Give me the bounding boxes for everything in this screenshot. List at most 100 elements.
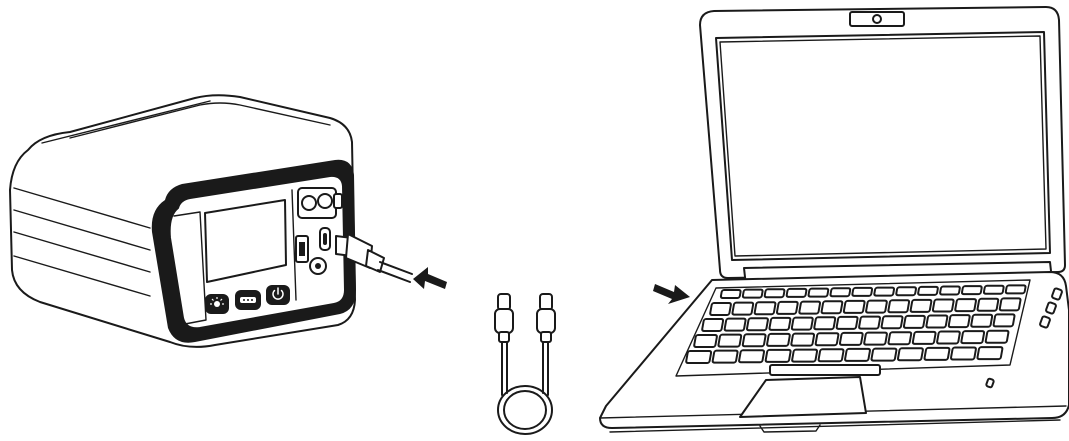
keyboard-key: [858, 315, 882, 330]
power-station-side-strip: [173, 211, 207, 325]
keyboard-key: [960, 330, 986, 345]
keyboard-key: [992, 313, 1016, 328]
laptop-side-ports: [985, 287, 1063, 389]
keyboard-well: [675, 279, 1031, 377]
connector-left-relief: [498, 331, 510, 343]
keyboard-key: [820, 300, 844, 315]
laptop-usb-port: [1045, 301, 1057, 315]
keyboard-key: [970, 313, 994, 328]
keyboard-key: [817, 348, 845, 363]
laptop-side-slot: [985, 377, 995, 389]
power-station-groove: [13, 231, 151, 273]
power-station-groove: [13, 187, 151, 229]
keyboard-key: [896, 347, 924, 362]
keyboard-key: [775, 300, 799, 315]
keyboard-key: [917, 285, 939, 296]
keyboard-key: [835, 315, 859, 330]
laptop-usb-c-port: [1051, 287, 1063, 301]
keyboard-key: [738, 349, 766, 364]
keyboard-key: [709, 302, 732, 316]
keyboard-key: [791, 348, 819, 363]
display-screen: [204, 199, 287, 283]
keyboard-key: [1004, 284, 1027, 295]
keyboard-key: [753, 301, 777, 316]
keyboard-key: [701, 318, 725, 332]
keyboard-key: [976, 297, 1000, 312]
arrow-to-laptop-port: [653, 284, 690, 304]
arrow-icon: [653, 284, 690, 304]
connector-left-tip: [497, 293, 511, 311]
connector-right-relief: [540, 331, 552, 343]
dc-outlet-cover: [333, 193, 343, 209]
light-icon: [210, 297, 224, 307]
power-station-top-edge: [41, 100, 211, 144]
keyboard-key: [936, 330, 961, 345]
keyboard-key: [842, 299, 866, 314]
laptop-base-notch: [759, 424, 821, 433]
keyboard-key: [829, 287, 852, 298]
keyboard-key: [865, 299, 888, 314]
connector-left-body: [494, 308, 514, 334]
cable-coil-inner: [503, 390, 547, 430]
keyboard-key: [693, 334, 718, 348]
keyboard-key: [711, 349, 739, 364]
keyboard-key: [939, 285, 961, 296]
keyboard-key: [798, 300, 822, 315]
dc-input-port: [309, 257, 327, 275]
power-button: [266, 285, 290, 305]
keyboard-key: [923, 346, 951, 361]
ac-icon: [240, 297, 256, 303]
keyboard-key: [741, 288, 764, 299]
keyboard-key: [911, 330, 937, 345]
keyboard-key: [731, 301, 755, 316]
ac-button: [235, 290, 261, 310]
keyboard-key: [887, 331, 913, 346]
plugged-usb-c-connector: [335, 233, 413, 283]
keyboard-key: [768, 316, 792, 331]
keyboard-key: [998, 297, 1022, 312]
keyboard-key: [851, 286, 874, 297]
usb-c-port-slot: [323, 233, 327, 245]
usb-a-port: [295, 235, 309, 263]
connector-right-body: [536, 308, 556, 334]
connector-right-tip: [539, 293, 553, 311]
keyboard-key: [909, 298, 933, 313]
laptop-screen-inner: [719, 35, 1047, 257]
connector-strain-relief: [365, 249, 385, 273]
keyboard-key: [863, 331, 888, 346]
keyboard-key: [719, 289, 742, 299]
keyboard-key: [931, 298, 955, 313]
keyboard-key: [685, 350, 713, 364]
keyboard-key: [873, 286, 896, 297]
arrow-to-power-station-port: [413, 267, 447, 289]
keyboard-key: [984, 329, 1010, 344]
laptop-audio-port: [1039, 315, 1051, 329]
webcam-lens-icon: [872, 14, 882, 24]
keyboard-key: [982, 284, 1005, 295]
keyboard-key: [763, 288, 786, 299]
arrow-icon: [413, 267, 447, 289]
cable-connector-right: [536, 293, 556, 343]
keyboard-key: [950, 346, 977, 361]
webcam: [849, 11, 905, 27]
dc-outlet-right: [317, 193, 333, 209]
power-station-groove: [13, 209, 151, 251]
usb-c-cable: [494, 293, 556, 435]
cable-connector-left: [494, 293, 514, 343]
keyboard-key: [717, 333, 743, 348]
dc-outlets: [297, 187, 343, 219]
keyboard-key: [954, 298, 977, 313]
keyboard-key: [870, 347, 898, 362]
keyboard-key: [960, 285, 983, 296]
keyboard-key: [902, 314, 926, 329]
keyboard-key: [814, 332, 840, 347]
keyboard-key: [925, 314, 949, 329]
keyboard-key: [976, 346, 1004, 361]
keyboard-key: [947, 314, 971, 329]
keyboard-key: [895, 286, 917, 297]
power-station-top-edge-2: [69, 102, 331, 139]
keyboard-key: [807, 287, 830, 298]
keyboard-key: [813, 316, 837, 331]
